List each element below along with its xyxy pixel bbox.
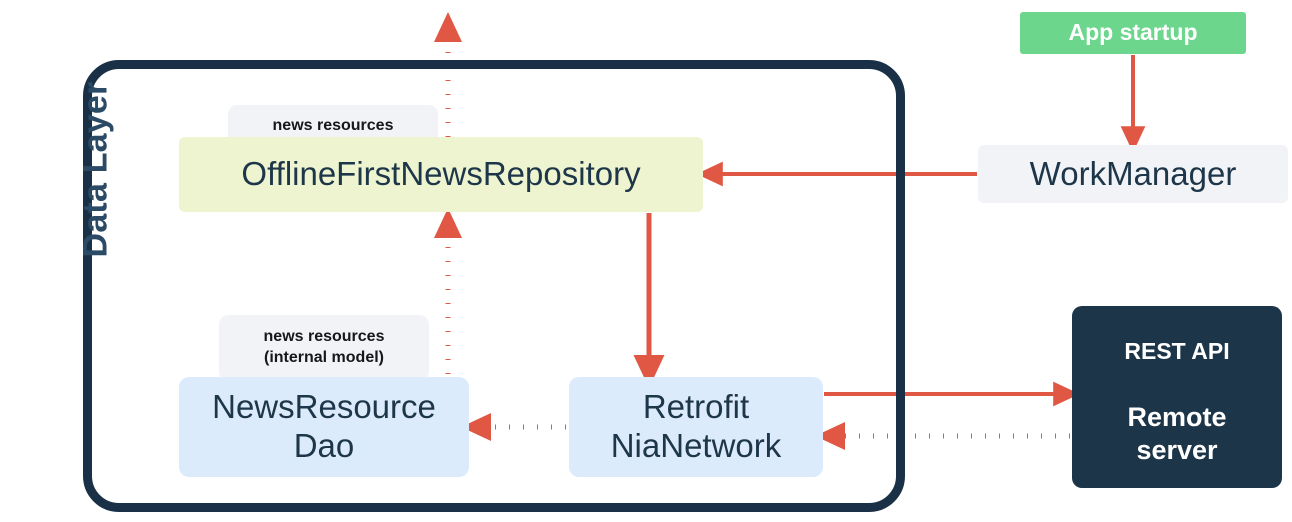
node-remote-server[interactable]: REST API Remote server	[1072, 306, 1282, 488]
badge-news-resources-internal-model: news resources (internal model)	[219, 315, 429, 381]
node-retrofit-nia-network-line2: NiaNetwork	[610, 427, 782, 464]
node-news-resource-dao-line2: Dao	[293, 427, 355, 464]
node-work-manager[interactable]: WorkManager	[978, 145, 1288, 203]
node-offline-first-news-repository[interactable]: OfflineFirstNewsRepository	[179, 137, 703, 212]
badge-news-resources-internal-model-line2: (internal model)	[263, 349, 384, 366]
badge-news-resources-internal-model-line1: news resources	[263, 328, 385, 346]
node-remote-server-line1: Remote	[1127, 402, 1227, 433]
badge-news-resources-label: news resources	[272, 116, 394, 134]
node-retrofit-nia-network[interactable]: Retrofit NiaNetwork	[569, 377, 823, 477]
node-remote-server-rest-api-label: REST API	[1124, 338, 1230, 364]
node-retrofit-nia-network-line1: Retrofit	[642, 388, 750, 426]
node-news-resource-dao[interactable]: NewsResource Dao	[179, 377, 469, 477]
node-news-resource-dao-line1: NewsResource	[212, 388, 436, 426]
data-layer-container	[83, 60, 905, 512]
node-offline-first-news-repository-label: OfflineFirstNewsRepository	[241, 155, 641, 193]
node-app-startup[interactable]: App startup	[1020, 12, 1246, 54]
node-remote-server-line2: server	[1136, 435, 1218, 466]
node-app-startup-label: App startup	[1068, 19, 1198, 46]
data-layer-label: Data Layer	[76, 81, 115, 258]
node-work-manager-label: WorkManager	[1029, 154, 1237, 192]
